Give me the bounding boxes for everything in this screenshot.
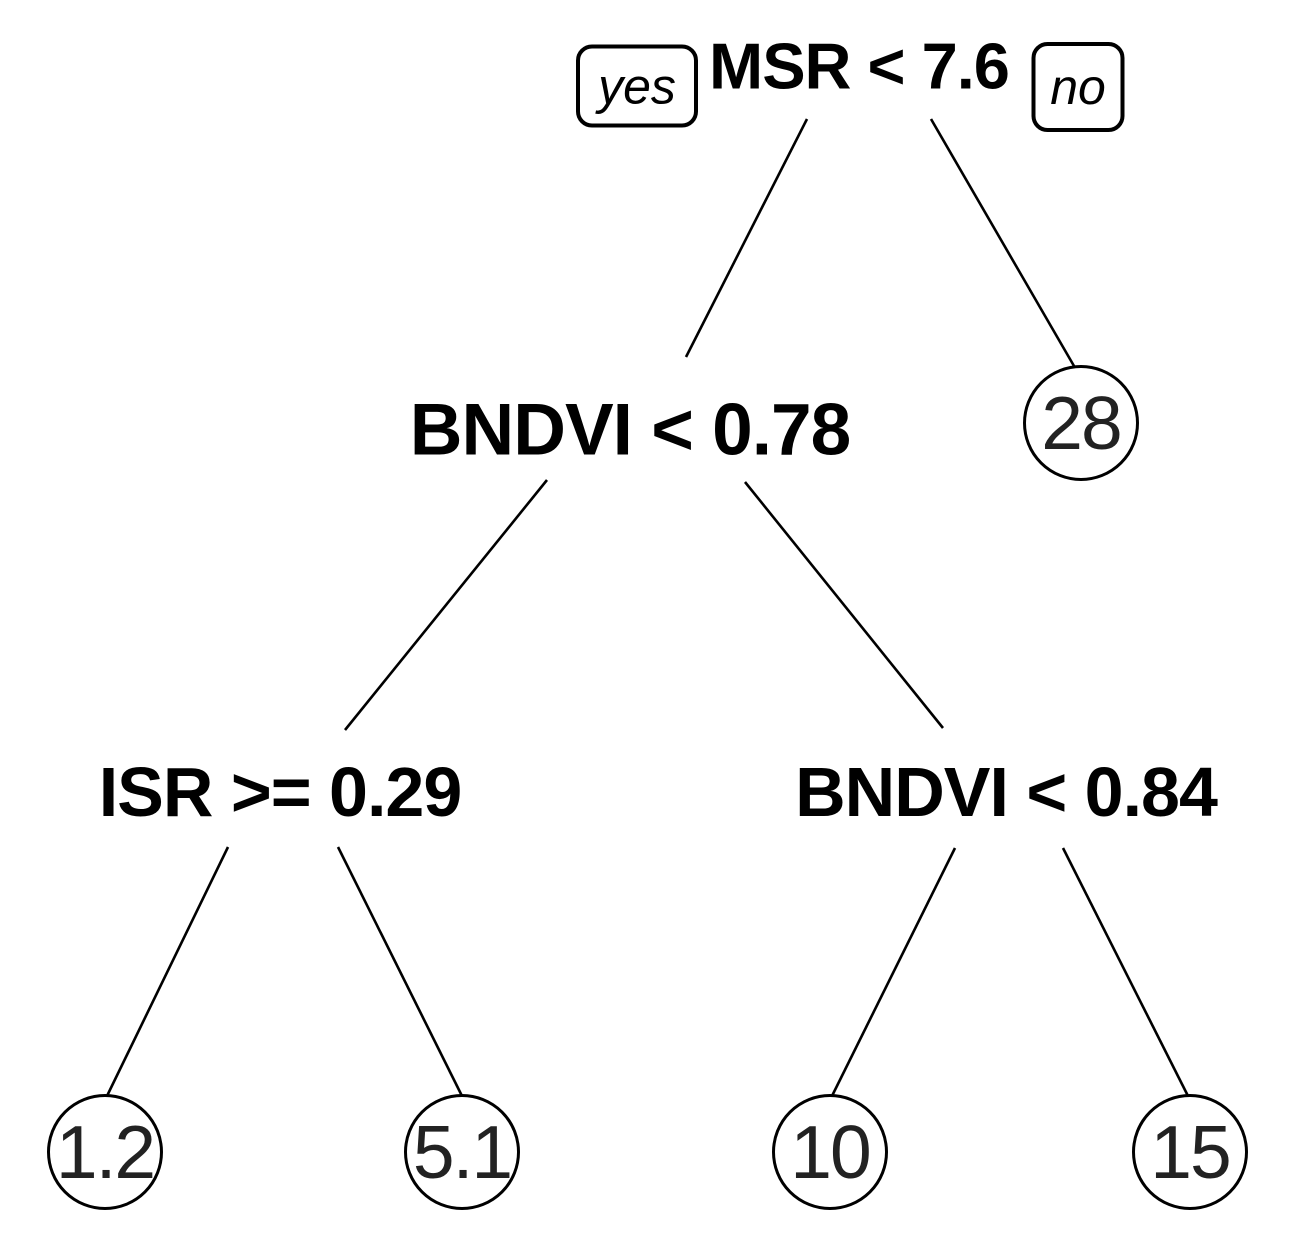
split-node-bndvi-078: BNDVI < 0.78 xyxy=(409,389,851,471)
branch-label-yes: yes xyxy=(598,58,676,114)
branch-label-yes-box: yes xyxy=(576,44,698,128)
split-node-msr: MSR < 7.6 xyxy=(709,29,1010,103)
edge-isr029-to-leaf-1-2 xyxy=(105,846,230,1097)
edge-bndvi078-to-bndvi084 xyxy=(743,481,945,729)
edge-bndvi084-to-leaf-15 xyxy=(1061,847,1190,1097)
edge-root-to-bndvi078 xyxy=(684,118,809,358)
edge-bndvi084-to-leaf-10 xyxy=(830,847,957,1097)
leaf-node-10: 10 xyxy=(772,1094,888,1210)
leaf-node-15: 15 xyxy=(1132,1094,1248,1210)
split-node-bndvi-084: BNDVI < 0.84 xyxy=(795,753,1218,831)
leaf-node-1-2: 1.2 xyxy=(47,1094,163,1210)
leaf-node-5-1: 5.1 xyxy=(404,1094,520,1210)
edge-root-to-leaf-28 xyxy=(929,118,1076,367)
branch-label-no: no xyxy=(1050,59,1106,115)
edge-isr029-to-leaf-5-1 xyxy=(336,846,464,1097)
edge-bndvi078-to-isr029 xyxy=(343,479,549,731)
split-node-isr-029: ISR >= 0.29 xyxy=(98,753,463,831)
leaf-node-28: 28 xyxy=(1023,365,1139,481)
branch-label-no-box: no xyxy=(1031,42,1125,132)
